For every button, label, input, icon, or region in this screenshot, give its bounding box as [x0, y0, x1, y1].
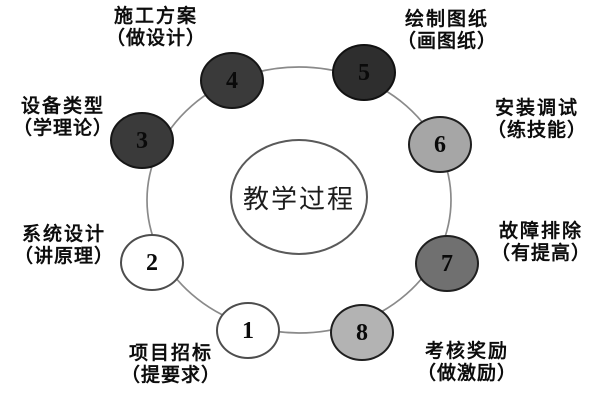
node-8: 8	[330, 304, 394, 361]
node-1-label-sub: （提要求）	[120, 365, 221, 386]
node-7-label-sub: （有提高）	[490, 243, 591, 264]
node-3-label-sub: （学理论）	[12, 118, 113, 139]
node-1-label-main: 项目招标	[128, 343, 213, 364]
node-2-number: 2	[146, 249, 158, 276]
node-4-label: 施工方案 （做设计）	[61, 6, 251, 50]
node-1-label: 项目招标 （提要求）	[76, 343, 266, 387]
node-2-label-main: 系统设计	[21, 224, 106, 245]
node-6: 6	[408, 116, 472, 173]
node-5-number: 5	[358, 59, 370, 86]
node-5: 5	[332, 44, 396, 101]
node-8-label: 考核奖励 （做激励）	[372, 341, 562, 385]
node-7-label: 故障排除 （有提高）	[446, 221, 600, 265]
node-8-number: 8	[356, 319, 368, 346]
node-8-label-main: 考核奖励	[424, 341, 509, 362]
node-7: 7	[415, 235, 479, 292]
node-7-label-main: 故障排除	[498, 221, 583, 242]
node-8-label-sub: （做激励）	[416, 363, 517, 384]
node-3: 3	[110, 112, 174, 169]
node-2-label-sub: （讲原理）	[13, 246, 114, 267]
node-2: 2	[120, 234, 184, 291]
node-1-number: 1	[242, 317, 254, 344]
node-2-label: 系统设计 （讲原理）	[0, 224, 159, 268]
node-5-label-sub: （画图纸）	[396, 31, 497, 52]
node-5-label: 绘制图纸 （画图纸）	[352, 9, 542, 53]
node-1: 1	[216, 302, 280, 359]
node-6-number: 6	[434, 131, 446, 158]
node-3-label-main: 设备类型	[20, 96, 105, 117]
node-3-label: 设备类型 （学理论）	[0, 96, 158, 140]
node-5-label-main: 绘制图纸	[404, 9, 489, 30]
node-4-label-sub: （做设计）	[105, 28, 206, 49]
node-4: 4	[200, 52, 264, 109]
node-6-label-sub: （练技能）	[486, 120, 587, 141]
center-title: 教学过程	[242, 184, 355, 214]
node-6-label-main: 安装调试	[494, 98, 579, 119]
node-6-label: 安装调试 （练技能）	[442, 98, 600, 142]
node-4-label-main: 施工方案	[113, 6, 198, 27]
node-3-number: 3	[136, 127, 148, 154]
cycle-ring-ellipse	[146, 66, 452, 334]
node-7-number: 7	[441, 250, 453, 277]
node-4-number: 4	[226, 67, 238, 94]
center-circle: 教学过程	[230, 139, 368, 255]
